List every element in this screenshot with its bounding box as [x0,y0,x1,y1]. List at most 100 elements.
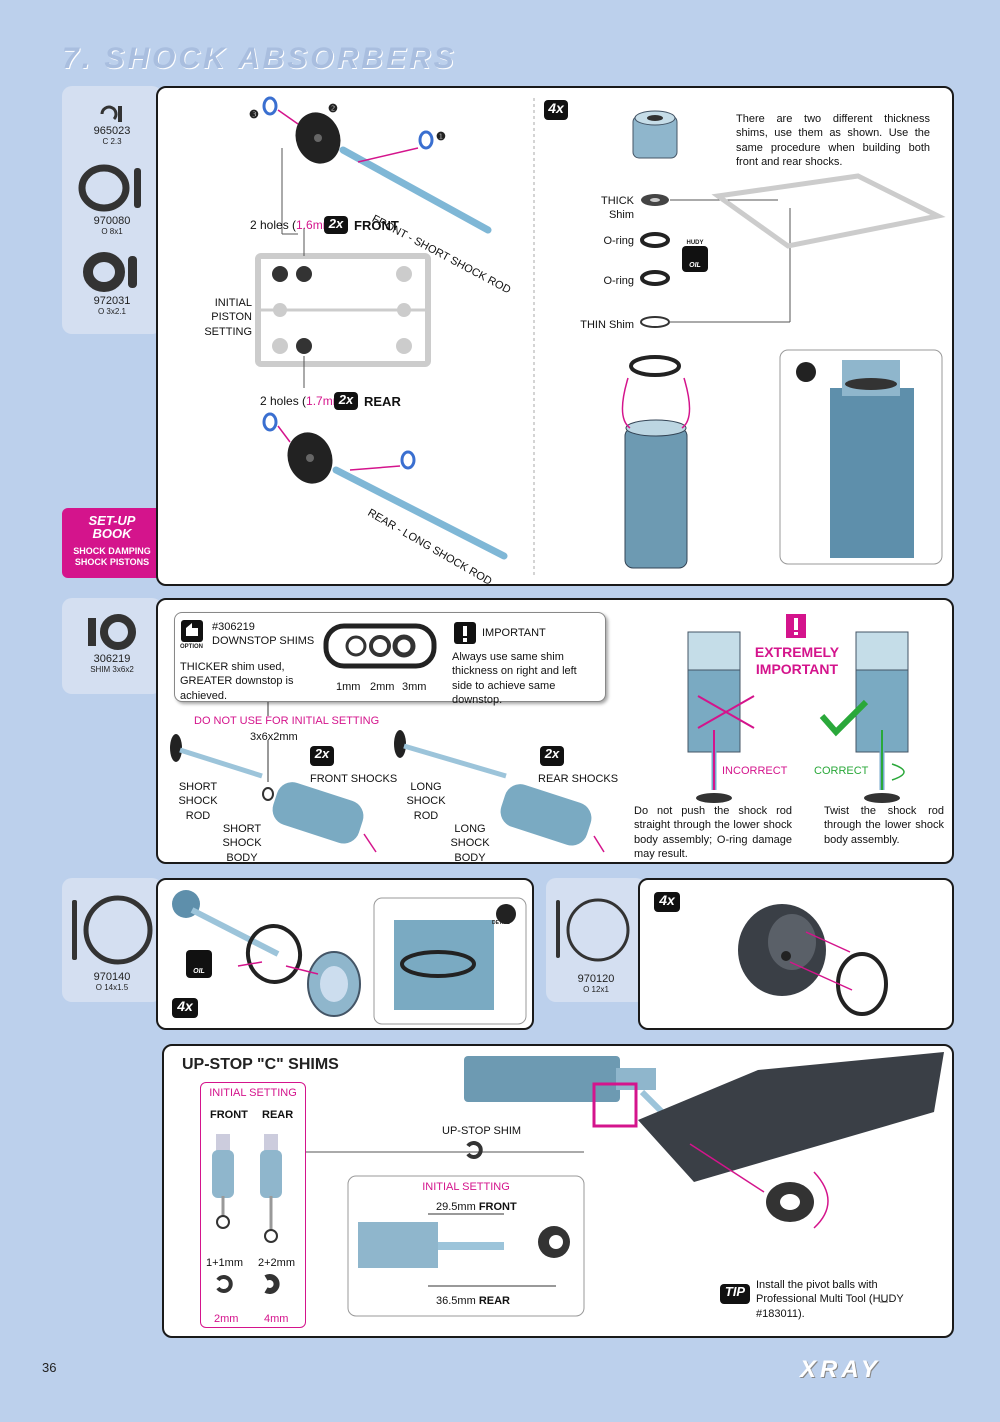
rear-label: REAR [478,1295,510,1307]
text: SHOCK ROD [178,795,218,822]
shim-size: 3x6x2mm [250,731,298,743]
size-1mm: 1mm [336,681,361,693]
important-desc: Always use same shim thickness on right … [452,651,577,706]
panel-pistons: ❸ ❷ ❶ FRONT - SHORT SHOCK ROD 2 holes (1… [156,86,954,588]
front-label: FRONT [354,218,399,233]
panel-oring-cap: OIL 4x DETAIL [156,878,534,1030]
incorrect-desc: Do not push the shock rod straight throu… [634,805,792,860]
short-body-label: SHORT SHOCK BODY [212,822,272,865]
front-label: FRONT [210,1109,248,1121]
front-length: 29.5mm FRONT [436,1200,517,1214]
qty-badge: 2x [540,746,564,766]
upstop-title: UP-STOP "C" SHIMS [182,1056,339,1073]
text: OIL [682,246,708,272]
thick-shim-label: THICK Shim [601,195,634,222]
correct-desc: Twist the shock rod through the lower sh… [824,805,944,846]
part-code: 970120 [577,973,615,985]
cap-assembly-drawing [172,890,527,1025]
downstop-drawing [170,614,909,853]
part-code: 970080 [93,215,131,227]
setup-label: SHOCK PISTONS [74,556,150,567]
o-ring-icon [556,898,630,962]
setup-label: SET-UP [88,513,136,528]
hudy-oil-icon: HUDY OIL [682,240,708,276]
text: SHOCK ROD [406,795,446,822]
oil-icon: OIL [186,950,212,978]
initial-setting-label: INITIAL SETTING [209,1087,297,1099]
qty-badge: 2x [334,392,358,410]
part-size: SHIM 3x6x2 [90,664,134,674]
text: SHORT [222,823,262,835]
initial-setting-box [200,1082,306,1328]
setup-label: BOOK [92,526,132,541]
front-label: FRONT [478,1201,517,1213]
rear-label: REAR [262,1109,294,1121]
part-code: 965023 [93,125,131,137]
text: IMPORTANT [755,660,839,677]
rear-shocks-label: REAR SHOCKS [538,773,619,785]
initial-setting-label: INITIAL SETTING [422,1181,510,1193]
part-size: O 12x1 [583,984,609,994]
body-oring-drawing [738,904,888,1016]
rear-label: REAR [364,394,401,409]
rear-holes-label: 2 holes (1.7mm) [260,394,347,410]
part-size: O 14x1.5 [95,982,129,992]
option-number: #306219 [212,621,255,633]
option-desc: THICKER shim used, GREATER downstop is a… [180,661,294,702]
front-setting: 1+1mm [206,1257,243,1269]
correct-label: CORRECT [814,765,869,777]
brand-logo: XRAY [800,1356,881,1383]
o-ring-icon [72,895,153,965]
text: OIL [186,950,212,978]
panel-body-oring: 4x [638,878,954,1030]
front-shocks-label: FRONT SHOCKS [310,773,398,785]
tip-text: Install the pivot balls with Professiona… [756,1279,904,1320]
qty-badge: 2x [310,746,334,766]
o-ring-icon [78,164,141,212]
option-label: OPTION [180,644,204,650]
size-3mm: 3mm [402,681,427,693]
callout-2: ❷ [328,103,338,115]
qty-badge: 2x [324,216,348,234]
option-title: DOWNSTOP SHIMS [212,635,315,647]
text: LONG [454,823,486,835]
detail-label: DETAIL [492,920,510,926]
hole-size: 1.6mm [296,218,333,232]
c-clip-icon [100,105,122,122]
part-size: C 2.3 [102,136,122,146]
shim-note: There are two different thickness shims,… [736,113,930,168]
o-ring-label: O-ring [603,235,634,247]
text: 2 holes ( [260,394,307,408]
text: SHOCK BODY [222,837,262,864]
upstop-drawing [212,1052,944,1317]
qty-badge: 4x [172,998,198,1018]
text: 2 holes ( [250,218,297,232]
length: 29.5mm [436,1201,476,1213]
panel-downstop: OPTION #306219 DOWNSTOP SHIMS THICKER sh… [156,598,954,864]
rear-total: 4mm [264,1313,289,1325]
callout-3: ❸ [249,109,259,121]
callout-1: ❶ [436,131,446,143]
rear-setting: 2+2mm [258,1257,295,1269]
rear-length: 36.5mm REAR [436,1294,510,1308]
part-size: O 3x2.1 [97,306,126,316]
text: HUDY [686,240,704,246]
part-code: 970140 [93,971,131,983]
qty-badge: 4x [654,892,680,912]
setup-book-badge: SET-UP BOOK SHOCK DAMPING SHOCK PISTONS [62,508,162,578]
text: SETTING [204,325,252,338]
important-title: IMPORTANT [482,627,546,639]
thin-shim-label: THIN Shim [580,319,634,331]
part-code: 972031 [93,295,131,307]
warning-label: DO NOT USE FOR INITIAL SETTING [194,715,380,727]
length: 36.5mm [436,1295,476,1307]
page-title: 7. SHOCK ABSORBERS [62,42,457,75]
